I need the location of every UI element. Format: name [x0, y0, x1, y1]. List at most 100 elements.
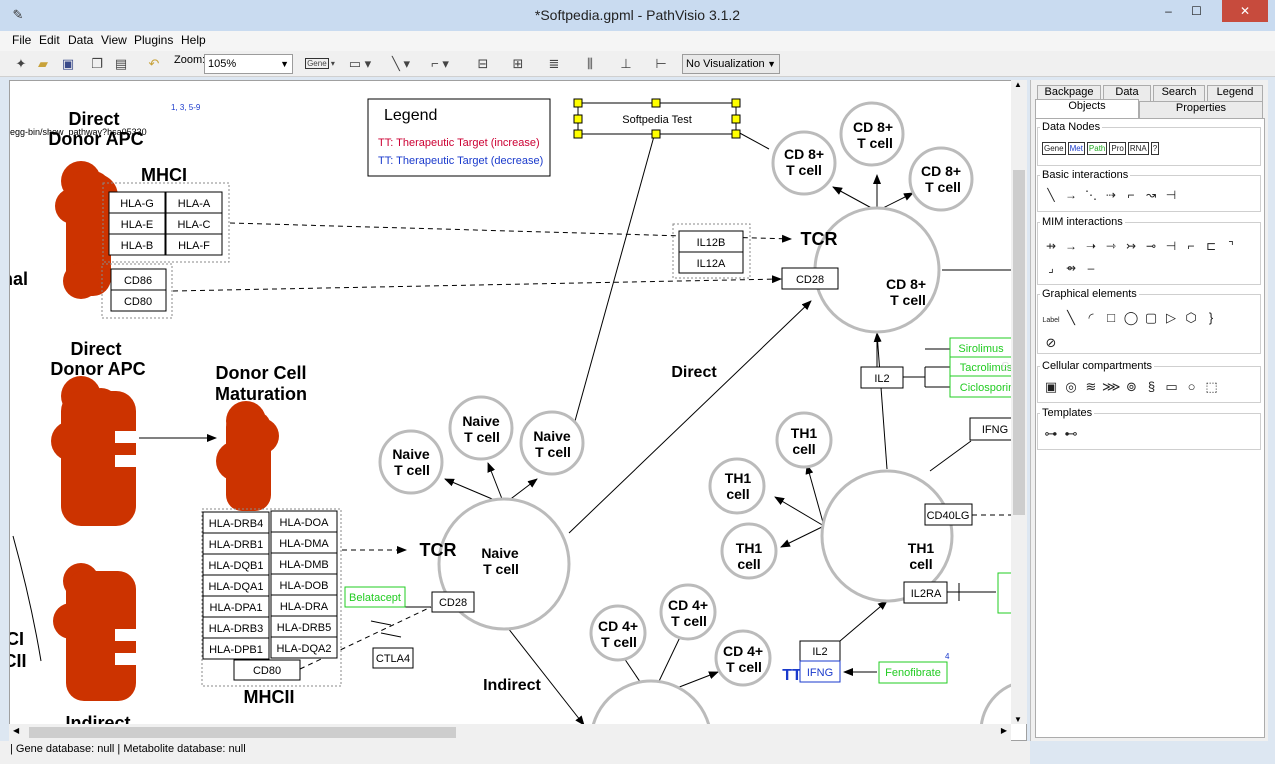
belatacept-drug[interactable]: Belatacept	[349, 592, 401, 604]
softpedia-test-node[interactable]: Softpedia Test	[622, 114, 692, 126]
cd4-cell[interactable]: CD 4+	[723, 643, 763, 659]
menu-help[interactable]: Help	[181, 33, 206, 47]
mim-covalent-icon[interactable]: ⊏	[1205, 239, 1217, 253]
sarcoplasmic-reticulum-icon[interactable]: §	[1147, 379, 1156, 394]
rounded-rect-icon[interactable]: ▢	[1144, 310, 1158, 325]
hexagon-shape-icon[interactable]: ⬡	[1185, 310, 1197, 325]
align-middle-icon[interactable]: ⊞	[512, 56, 524, 71]
vesicle-icon[interactable]: ○	[1187, 379, 1196, 394]
minimize-button[interactable]: –	[1165, 4, 1172, 18]
paste-icon[interactable]: ▤	[114, 56, 128, 71]
open-folder-icon[interactable]: ▰	[38, 56, 48, 71]
pathway-canvas[interactable]: Legend TT: Therapeutic Target (increase)…	[9, 80, 1027, 741]
elbow-connector-icon[interactable]: ⌐	[1127, 188, 1135, 202]
hla-drb4-gene[interactable]: HLA-DRB4	[209, 518, 263, 530]
hla-dmb-gene[interactable]: HLA-DMB	[279, 559, 329, 571]
maximize-button[interactable]: ☐	[1191, 4, 1202, 18]
hla-dma-gene[interactable]: HLA-DMA	[279, 538, 329, 550]
naive-cell[interactable]: Naive	[533, 428, 571, 444]
rectangle-tool-icon[interactable]: ▭ ▾	[348, 56, 372, 71]
hla-c-gene[interactable]: HLA-C	[177, 219, 210, 231]
il2-gene[interactable]: IL2	[874, 373, 889, 385]
mim-branch-icon[interactable]: ⌝	[1228, 239, 1234, 253]
align-left-icon[interactable]: ⊢	[655, 56, 667, 71]
il2ra-gene[interactable]: IL2RA	[911, 588, 942, 600]
hla-dqb1-gene[interactable]: HLA-DQB1	[208, 560, 263, 572]
cd28-gene[interactable]: CD28	[796, 274, 824, 286]
mitochondria-icon[interactable]: ⊚	[1126, 379, 1137, 394]
arrow-icon[interactable]: →	[1065, 188, 1077, 202]
mim-necessary-icon[interactable]: ➝	[1085, 239, 1097, 253]
mim-conversion-icon[interactable]: ⇸	[1045, 239, 1057, 253]
cd8-cell[interactable]: CD 8+	[853, 119, 893, 135]
nucleus-icon[interactable]: ◎	[1065, 379, 1077, 394]
stack-vertical-icon[interactable]: ≣	[548, 56, 560, 71]
hla-dqa2-gene[interactable]: HLA-DQA2	[276, 643, 331, 655]
horizontal-scroll-thumb[interactable]	[29, 727, 456, 738]
template-reaction-icon[interactable]: ⊶	[1044, 426, 1058, 441]
gene-node-icon[interactable]: Gene	[1042, 142, 1066, 155]
extracellular-icon[interactable]: ⬚	[1205, 379, 1218, 394]
mim-inhibition-icon[interactable]: ⊣	[1165, 239, 1177, 253]
cd86-gene[interactable]: CD86	[124, 275, 152, 287]
horizontal-scrollbar[interactable]: ◀ ▶	[9, 724, 1011, 741]
hla-dpa1-gene[interactable]: HLA-DPA1	[210, 602, 263, 614]
il12a-gene[interactable]: IL12A	[697, 258, 726, 270]
vertical-scrollbar[interactable]: ▲ ▼	[1011, 80, 1027, 724]
rectangle-shape-icon[interactable]: □	[1107, 310, 1115, 325]
naive-cell[interactable]: Naive	[392, 446, 430, 462]
scroll-right-icon[interactable]: ▶	[1000, 726, 1007, 735]
hla-f-gene[interactable]: HLA-F	[178, 240, 210, 252]
hla-g-gene[interactable]: HLA-G	[120, 198, 154, 210]
close-button[interactable]: ✕	[1222, 0, 1268, 22]
hla-b-gene[interactable]: HLA-B	[121, 240, 153, 252]
mim-binding-icon[interactable]: ⇾	[1105, 239, 1117, 253]
menu-plugins[interactable]: Plugins	[134, 33, 174, 47]
golgi-icon[interactable]: ⋙	[1102, 379, 1121, 394]
selection-handles[interactable]	[573, 98, 741, 139]
th1-cell[interactable]: TH1	[725, 470, 752, 486]
save-icon[interactable]: ▣	[61, 56, 75, 71]
th1-cell[interactable]: TH1	[736, 540, 763, 556]
mim-gap-icon[interactable]: –	[1087, 261, 1095, 275]
menu-edit[interactable]: Edit	[39, 33, 60, 47]
hla-e-gene[interactable]: HLA-E	[121, 219, 153, 231]
naive-main-cell[interactable]: Naive	[481, 545, 519, 561]
cd80-gene-bottom[interactable]: CD80	[253, 665, 281, 677]
ifng-gene-bottom[interactable]: IFNG	[807, 667, 833, 679]
cd80-gene[interactable]: CD80	[124, 296, 152, 308]
metabolite-node-icon[interactable]: Met	[1067, 142, 1085, 155]
hla-drb1-gene[interactable]: HLA-DRB1	[209, 539, 263, 551]
pathway-diagram[interactable]: Legend TT: Therapeutic Target (increase)…	[10, 81, 1027, 741]
rna-node-icon[interactable]: RNA	[1127, 142, 1149, 155]
tab-data[interactable]: Data	[1103, 85, 1151, 102]
line-tool-icon[interactable]: ╲ ▾	[392, 56, 410, 71]
menu-file[interactable]: File	[12, 33, 32, 47]
hla-a-gene[interactable]: HLA-A	[178, 198, 211, 210]
cd4-cell[interactable]: CD 4+	[668, 597, 708, 613]
label-tool-icon[interactable]: Label	[1042, 317, 1060, 324]
triangle-shape-icon[interactable]: ▷	[1166, 310, 1176, 325]
template-inhibition-icon[interactable]: ⊷	[1064, 426, 1078, 441]
new-file-icon[interactable]: ✦	[15, 56, 27, 71]
hla-drb3-gene[interactable]: HLA-DRB3	[209, 623, 263, 635]
il12b-gene[interactable]: IL12B	[697, 237, 726, 249]
align-center-icon[interactable]: ⊟	[477, 56, 489, 71]
tab-backpage[interactable]: Backpage	[1037, 85, 1101, 102]
naive-cell[interactable]: Naive	[462, 413, 500, 429]
gene-tool-icon[interactable]: Gene ▾	[305, 58, 335, 69]
mim-modification-icon[interactable]: ↣	[1125, 239, 1137, 253]
menu-view[interactable]: View	[101, 33, 127, 47]
mim-branch-left-icon[interactable]: ⌟	[1048, 261, 1054, 275]
cd4-cell[interactable]: CD 4+	[598, 618, 638, 634]
hla-drb5-gene[interactable]: HLA-DRB5	[277, 622, 331, 634]
mim-stimulation-icon[interactable]: →	[1065, 239, 1077, 253]
hla-dpb1-gene[interactable]: HLA-DPB1	[209, 644, 263, 656]
tacrolimus-drug[interactable]: Tacrolimus	[960, 362, 1013, 374]
tab-properties[interactable]: Properties	[1139, 101, 1263, 118]
oval-shape-icon[interactable]: ◯	[1123, 310, 1139, 325]
ctla4-gene[interactable]: CTLA4	[376, 653, 410, 665]
scroll-left-icon[interactable]: ◀	[13, 726, 20, 735]
line-icon[interactable]: ╲	[1047, 188, 1055, 202]
copy-icon[interactable]: ❐	[91, 56, 103, 71]
